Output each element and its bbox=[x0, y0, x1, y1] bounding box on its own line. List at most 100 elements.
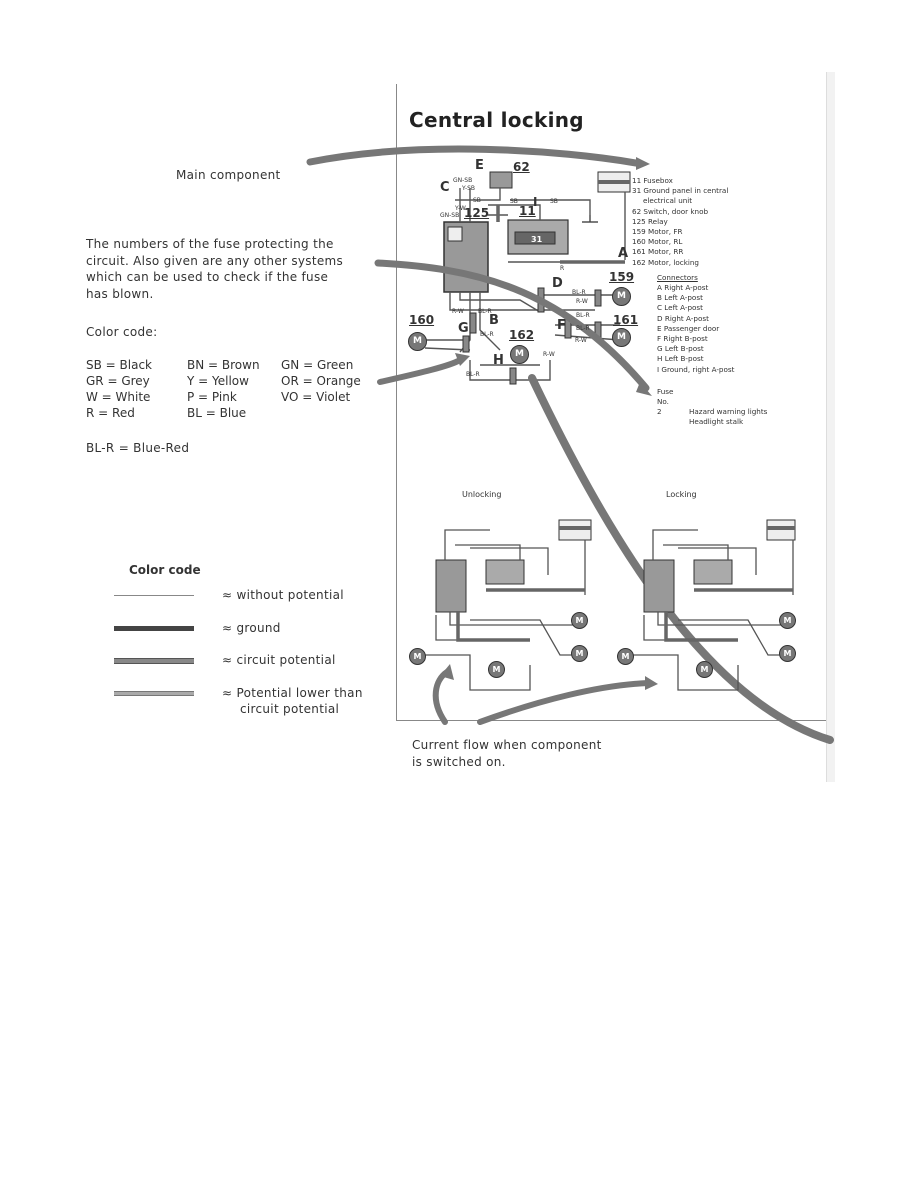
fuse-desc: Headlight stalk bbox=[689, 417, 744, 426]
color-code-entry: OR = Orange bbox=[281, 374, 361, 388]
color-code-entry: GN = Green bbox=[281, 358, 354, 372]
color-code-entry: P = Pink bbox=[187, 390, 237, 404]
connector-label-d: D bbox=[552, 276, 563, 291]
legend-label: ≈ without potential bbox=[222, 588, 344, 602]
motor-icon: M bbox=[779, 612, 796, 629]
motor-161-icon: M bbox=[612, 328, 631, 347]
legend-label: circuit potential bbox=[240, 702, 340, 716]
wire-label: SB bbox=[473, 197, 481, 204]
legend-line-thick bbox=[114, 626, 194, 631]
connector-item: I Ground, right A-post bbox=[657, 364, 735, 374]
wire-label: R-W bbox=[575, 337, 587, 344]
component-item: 159 Motor, FR bbox=[632, 227, 683, 237]
component-item: 160 Motor, RL bbox=[632, 237, 683, 247]
motor-icon: M bbox=[617, 648, 634, 665]
wire-label: BL-R bbox=[576, 325, 590, 332]
color-code-entry: Y = Yellow bbox=[187, 374, 249, 388]
wire-label: Y-SB bbox=[462, 185, 476, 192]
motor-icon: M bbox=[571, 612, 588, 629]
motor-160-icon: M bbox=[408, 332, 427, 351]
wire-label: SB bbox=[550, 198, 558, 205]
legend-line-light bbox=[114, 691, 194, 696]
component-label-62: 62 bbox=[513, 160, 530, 174]
motor-icon: M bbox=[488, 661, 505, 678]
connector-label-a: A bbox=[618, 246, 629, 261]
component-list: 11 Fusebox 31 Ground panel in central el… bbox=[632, 176, 822, 268]
wire-label: BL-R bbox=[478, 308, 492, 315]
connector-item: D Right A-post bbox=[657, 313, 709, 323]
color-code-entry: BL = Blue bbox=[187, 406, 247, 420]
legend-line-medium bbox=[114, 658, 194, 664]
wire-label: BL-R bbox=[480, 331, 494, 338]
legend-label: ≈ circuit potential bbox=[222, 653, 336, 667]
legend-line-thin bbox=[114, 595, 194, 596]
wire-label: R-W bbox=[452, 308, 464, 315]
wire-label: Y-W bbox=[455, 205, 466, 212]
fuse-note-line: has blown. bbox=[86, 286, 154, 301]
ground-symbol bbox=[582, 215, 598, 223]
component-item: 31 Ground panel in central bbox=[632, 186, 729, 196]
fuse-heading: Fuse bbox=[657, 387, 674, 396]
connector-label-h: H bbox=[493, 353, 504, 368]
connector-item: G Left B-post bbox=[657, 344, 704, 354]
combo-example: BL-R = Blue-Red bbox=[86, 441, 190, 455]
connector-label-e: E bbox=[475, 158, 484, 173]
connector-item: F Right B-post bbox=[657, 334, 708, 344]
fuse-note-line: which can be used to check if the fuse bbox=[86, 270, 329, 284]
wire-label: BL-R bbox=[572, 289, 586, 296]
color-code-entry: R = Red bbox=[86, 406, 135, 420]
connectors-heading: Connectors bbox=[657, 273, 698, 282]
locking-diagram bbox=[633, 519, 796, 691]
connector-label-c: C bbox=[440, 180, 450, 195]
component-item: 62 Switch, door knob bbox=[632, 206, 709, 216]
legend-heading: Color code bbox=[129, 563, 201, 577]
wire-label: BL-R bbox=[466, 371, 480, 378]
motor-icon: M bbox=[779, 645, 796, 662]
page-edge bbox=[826, 72, 835, 782]
component-item: 162 Motor, locking bbox=[632, 257, 699, 267]
component-label-125: 125 bbox=[464, 206, 490, 220]
color-code-entry: GR = Grey bbox=[86, 374, 150, 388]
motor-icon: M bbox=[696, 661, 713, 678]
motor-159-icon: M bbox=[612, 287, 631, 306]
locking-label: Locking bbox=[666, 490, 697, 499]
diagram-frame bbox=[396, 84, 835, 721]
wire-label: BL-R bbox=[576, 312, 590, 319]
connector-label-g: G bbox=[458, 321, 469, 336]
component-label-161: 161 bbox=[613, 313, 639, 327]
motor-icon: M bbox=[571, 645, 588, 662]
wire-label: R-W bbox=[576, 298, 588, 305]
connector-item: E Passenger door bbox=[657, 323, 720, 333]
legend-label: ≈ ground bbox=[222, 621, 281, 635]
switch-62-box bbox=[489, 171, 513, 189]
fuse-no: No. bbox=[657, 397, 669, 406]
fuse-note-line: The numbers of the fuse protecting the bbox=[86, 237, 334, 251]
current-flow-line: is switched on. bbox=[412, 754, 506, 769]
component-label-160: 160 bbox=[409, 313, 435, 327]
color-code-heading: Color code: bbox=[86, 325, 158, 339]
color-code-entry: SB = Black bbox=[86, 358, 152, 372]
wire-label: SB bbox=[510, 198, 518, 205]
component-item: electrical unit bbox=[643, 196, 693, 206]
motor-icon: M bbox=[409, 648, 426, 665]
motor-162-icon: M bbox=[510, 345, 529, 364]
main-component-note: Main component bbox=[176, 168, 281, 182]
color-code-entry: VO = Violet bbox=[281, 390, 351, 404]
component-label-31: 31 bbox=[531, 235, 543, 244]
legend-label: ≈ Potential lower than bbox=[222, 686, 363, 700]
page-title: Central locking bbox=[409, 108, 584, 132]
connector-item: C Left A-post bbox=[657, 303, 703, 313]
component-item: 11 Fusebox bbox=[632, 176, 673, 185]
arrow-heads bbox=[440, 157, 658, 690]
relay-contact bbox=[447, 226, 463, 242]
wire-label: GN-SB bbox=[453, 177, 473, 184]
wire-label: R-W bbox=[543, 351, 555, 358]
color-code-entry: BN = Brown bbox=[187, 358, 260, 372]
wire-label: R bbox=[560, 265, 565, 272]
unlocking-label: Unlocking bbox=[462, 490, 502, 499]
fuse-desc: Hazard warning lights bbox=[689, 407, 768, 416]
connector-item: B Left A-post bbox=[657, 293, 703, 303]
connector-list: A Right A-post B Left A-post C Left A-po… bbox=[657, 283, 734, 375]
component-label-159: 159 bbox=[609, 270, 635, 284]
